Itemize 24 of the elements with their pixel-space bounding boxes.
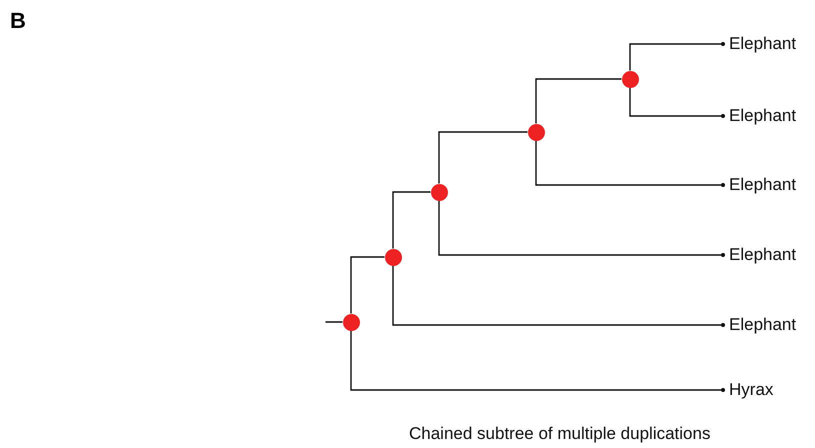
tree-branch (438, 131, 528, 184)
duplication-node-dot (342, 314, 360, 330)
tree-branch (629, 43, 721, 70)
tree-branch (535, 78, 622, 124)
duplication-node-dot (528, 124, 544, 140)
panel-letter: B (10, 8, 26, 34)
tree-branch (629, 88, 721, 117)
tree-branch (438, 200, 721, 256)
duplication-node-dot (384, 248, 402, 266)
taxon-label: Elephant (729, 245, 796, 265)
tree-branch (392, 191, 430, 248)
tree-branch (392, 266, 721, 326)
taxon-label: Elephant (729, 34, 796, 54)
tree-branch (535, 140, 721, 186)
tree-branch (326, 321, 342, 323)
taxon-label: Elephant (729, 106, 796, 126)
taxon-label: Elephant (729, 175, 796, 195)
duplication-node-dot (622, 70, 638, 88)
tree-branch (350, 256, 384, 314)
tree-branch (350, 330, 721, 391)
duplication-node-dot (430, 184, 448, 200)
caption: Chained subtree of multiple duplications (409, 424, 710, 444)
taxon-label: Hyrax (729, 380, 774, 400)
taxon-label: Elephant (729, 315, 796, 335)
